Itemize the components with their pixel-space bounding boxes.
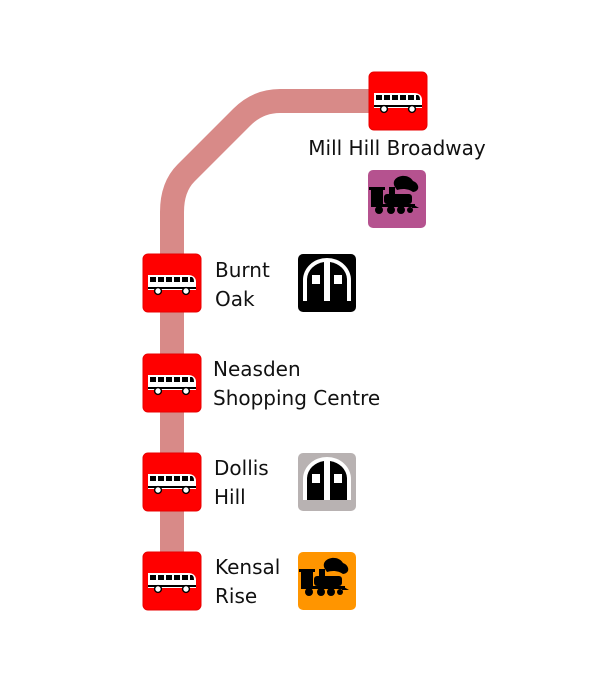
underground-connection-icon-burnt-oak bbox=[298, 254, 356, 312]
stop-label-line: Shopping Centre bbox=[213, 386, 381, 410]
bus-stop-icon-neasden-shopping-centre bbox=[142, 353, 202, 413]
bus-stop-icon-burnt-oak bbox=[142, 253, 202, 313]
stop-label-line: Dollis bbox=[214, 456, 269, 480]
stop-label-line: Hill bbox=[214, 485, 246, 509]
stop-label-mill-hill-broadway: Mill Hill Broadway bbox=[308, 134, 486, 163]
rail-connection-icon-kensal-rise bbox=[298, 552, 356, 610]
stop-label-line: Mill Hill Broadway bbox=[308, 136, 486, 160]
bus-stop-icon-mill-hill-broadway bbox=[368, 71, 428, 131]
rail-connection-icon-mill-hill-broadway bbox=[368, 170, 426, 228]
stop-label-line: Neasden bbox=[213, 357, 301, 381]
underground-connection-icon-dollis-hill bbox=[298, 453, 356, 511]
bus-stop-icon-kensal-rise bbox=[142, 551, 202, 611]
bus-stop-icon-dollis-hill bbox=[142, 452, 202, 512]
stop-label-line: Rise bbox=[215, 584, 258, 608]
route-line bbox=[160, 89, 398, 580]
stop-label-line: Kensal bbox=[215, 555, 281, 579]
stop-label-line: Oak bbox=[215, 287, 255, 311]
stop-label-line: Burnt bbox=[215, 258, 270, 282]
